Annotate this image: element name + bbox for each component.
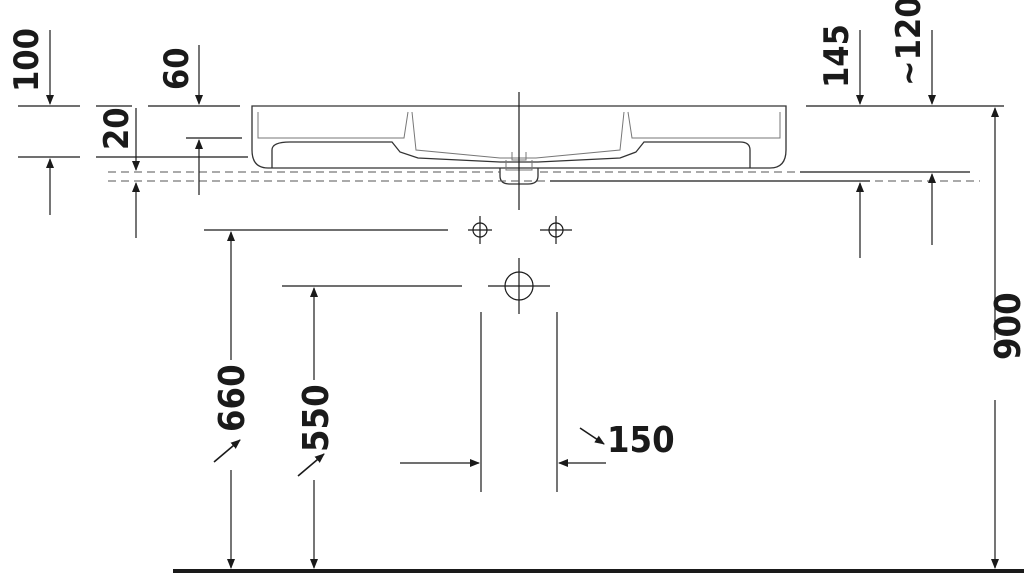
dimension-label-120: ~120 [889,0,929,86]
dimension-label-145: 145 [817,24,857,88]
leader-arrow-550 [297,453,325,477]
dimension-label-60: 60 [157,47,197,90]
dimension-label-550: 550 [296,384,337,452]
leader-arrow-660 [213,439,241,463]
leader-arrow-150 [579,427,605,445]
dimension-label-150: 150 [607,420,675,461]
water-connection-left [468,216,492,244]
dimension-label-900: 900 [988,292,1024,360]
dimension-label-100: 100 [7,28,47,92]
water-connection-right [540,216,572,244]
waste-connection [488,258,550,314]
dimension-label-20: 20 [97,107,137,150]
dimension-label-660: 660 [212,364,253,432]
